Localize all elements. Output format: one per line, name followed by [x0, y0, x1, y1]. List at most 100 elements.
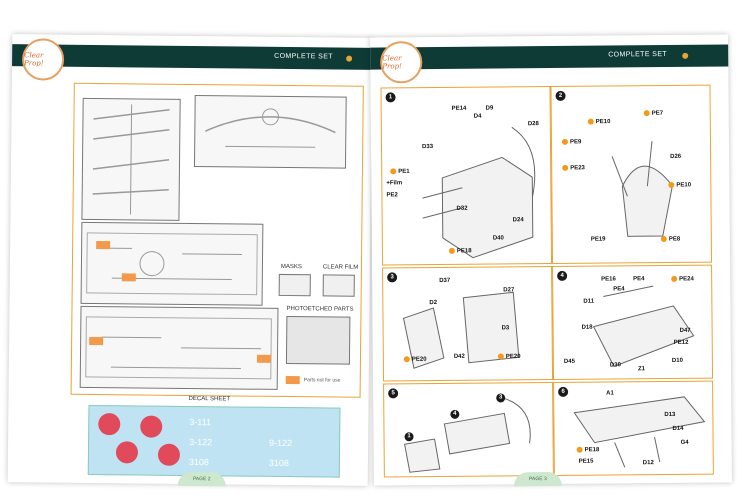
step-6-panel: 6 A1 D13 D14 G4 PE18 PE15 D12	[553, 380, 714, 476]
part-label-text: PE7	[651, 110, 664, 117]
pe-icon	[587, 118, 594, 125]
part-label-text: PE24	[679, 276, 694, 283]
photoetched-fret	[285, 316, 351, 365]
part-label: D40	[492, 235, 504, 242]
part-label-text: PE18	[584, 447, 600, 454]
sprue-c	[80, 221, 264, 306]
part-label: PE10	[587, 118, 611, 125]
right-page-number: PAGE 3	[513, 471, 562, 487]
part-label: PE18	[576, 446, 600, 454]
part-label-text: PE20	[411, 356, 427, 363]
not-for-use-part	[121, 273, 136, 282]
part-label: D2	[429, 299, 438, 307]
pe-icon	[448, 247, 455, 254]
step-2-drawing	[611, 141, 673, 237]
part-label: PE23	[562, 164, 585, 172]
pe-icon	[497, 353, 504, 360]
part-label: PE24	[671, 275, 694, 283]
decal-number: 3-122	[189, 437, 213, 448]
sprue-a	[81, 97, 181, 221]
decal-roundels	[98, 413, 180, 466]
part-label: +Film	[386, 180, 403, 187]
step-3-drawing	[402, 291, 520, 369]
step-5-panel: 5 1 3 4	[383, 381, 554, 478]
part-label: D13	[664, 411, 676, 419]
not-for-use-swatch	[285, 376, 300, 385]
part-label-text: PE8	[668, 236, 681, 243]
part-label: PE9	[561, 138, 581, 146]
step-4-drawing	[592, 285, 695, 368]
substep-number: 1	[404, 432, 414, 442]
pe-icon	[668, 181, 675, 188]
part-label: D18	[581, 324, 593, 331]
part-label: D12	[642, 460, 654, 467]
step-1-drawing	[422, 126, 536, 259]
decal-number: 3108	[268, 457, 289, 469]
part-label-text: PE10	[676, 182, 692, 189]
pe-icon	[671, 275, 678, 282]
part-label: A1	[606, 390, 614, 397]
right-header-bar: Clear Prop! COMPLETE SET	[370, 41, 729, 84]
sprue-b	[193, 95, 347, 169]
decal-sheet-label: DECAL SHEET	[188, 395, 231, 403]
part-label: D42	[453, 353, 465, 360]
left-header-title: COMPLETE SET	[274, 52, 334, 61]
part-label: PE2	[386, 192, 398, 199]
sprue-c-drawing	[86, 232, 258, 296]
part-label: PE14	[451, 105, 467, 112]
part-label: D47	[679, 327, 691, 334]
header-dot-icon	[682, 52, 689, 59]
part-label: D24	[512, 217, 524, 224]
photoetched-label: PHOTOETCHED PARTS	[286, 306, 354, 313]
not-for-use-note: Parts not for use	[303, 377, 341, 384]
part-label-text: PE20	[505, 353, 521, 360]
part-label: PE7	[643, 110, 664, 117]
pe-icon	[390, 168, 397, 175]
pe-icon	[403, 356, 410, 363]
not-for-use-part	[256, 354, 272, 363]
clear-film-label: CLEAR FILM	[322, 264, 359, 271]
part-label: PE1	[390, 168, 410, 175]
part-label: D26	[670, 153, 682, 160]
pe-icon	[643, 110, 650, 117]
part-label: PE4	[613, 286, 625, 293]
part-label-text: PE1	[398, 168, 410, 175]
part-label: D3	[501, 325, 510, 332]
step-2-panel: 2 PE10 PE7 PE9 D26 PE23 PE10 PE19 PE8	[550, 84, 713, 264]
part-label-text: PE23	[570, 165, 585, 172]
decal-number: 3108	[188, 456, 209, 468]
part-label: Z1	[637, 366, 645, 373]
pe-icon	[562, 164, 569, 171]
part-label: D45	[563, 358, 575, 365]
sprue-d-drawing	[85, 316, 272, 380]
part-label: D9	[485, 105, 494, 112]
sprue-d	[79, 305, 279, 390]
masks-sheet	[278, 273, 311, 297]
sprue-a-drawing	[92, 104, 170, 215]
decal-sheet: 3-111 3-122 3108 9-122 3108	[87, 404, 341, 478]
masks-label: MASKS	[280, 263, 302, 271]
step-3-panel: 3 D37 D27 D2 D3 PE20 D42 PE20	[382, 265, 554, 382]
part-label: D33	[421, 144, 434, 151]
part-label: PE20	[403, 356, 427, 363]
part-label: D14	[672, 425, 684, 432]
brand-logo: Clear Prop!	[21, 38, 65, 81]
part-label: D10	[671, 357, 683, 364]
not-for-use-part	[89, 336, 104, 346]
not-for-use-part	[96, 241, 111, 250]
part-label: D32	[456, 205, 468, 212]
left-page-number: PAGE 2	[177, 471, 226, 487]
part-label: PE16	[601, 276, 616, 283]
decal-number: 3-111	[189, 417, 212, 428]
substep-number: 3	[496, 393, 506, 403]
brand-logo: Clear Prop!	[380, 41, 423, 84]
step-6-drawing	[573, 396, 706, 468]
part-label: D27	[503, 287, 515, 294]
part-label: PE20	[497, 353, 521, 360]
part-label: PE18	[448, 247, 472, 255]
step-1-panel: 1 PE14 D4 D9 D28 D33 PE1 +Film PE2 D32 D…	[380, 85, 553, 266]
pe-icon	[561, 138, 568, 145]
header-dot-icon	[346, 55, 353, 62]
part-label: D37	[439, 277, 451, 284]
part-label: PE8	[660, 235, 681, 243]
